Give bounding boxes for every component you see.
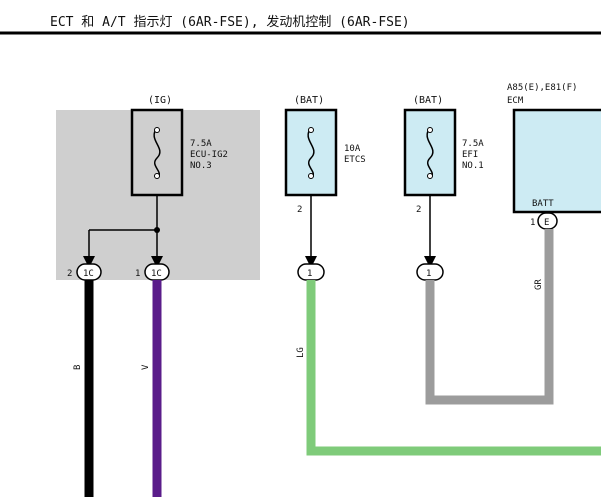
fuse3-pin: 2 <box>416 205 421 215</box>
wire-b-code: B <box>73 365 83 370</box>
fuse3-icon <box>426 127 434 179</box>
ecm-ref: A85(E),E81(F) <box>507 83 577 93</box>
conn1-code: 1C <box>83 269 94 279</box>
fuse1-icon <box>153 127 161 179</box>
fuse2-pin: 2 <box>297 205 302 215</box>
wire-lg <box>306 280 601 456</box>
fuse1-name: ECU-IG2 <box>190 150 228 160</box>
fuse2-rating: 10A <box>344 144 361 154</box>
fuse1-supply: (IG) <box>148 95 172 106</box>
page-title: ECT 和 A/T 指示灯 (6AR-FSE), 发动机控制 (6AR-FSE) <box>50 14 410 30</box>
fuse3-name: EFI <box>462 150 478 160</box>
conn2-pin: 1 <box>135 269 140 279</box>
fuse3-rating: 7.5A <box>462 139 484 149</box>
fuse3-box <box>403 108 457 197</box>
fuse1-name2: NO.3 <box>190 161 212 171</box>
conn2-code: 1C <box>151 269 162 279</box>
fuse3-supply: (BAT) <box>413 95 443 106</box>
conn4-code: 1 <box>426 269 431 279</box>
wire-v-code: V <box>141 364 151 370</box>
fuse1-rating: 7.5A <box>190 139 212 149</box>
ecm-pin-num: 1 <box>530 218 535 228</box>
fuse2-icon <box>307 127 315 179</box>
fuse2-box <box>284 108 338 197</box>
ecm-box <box>512 108 601 214</box>
wire-lg-code: LG <box>296 347 306 358</box>
ecm-name: ECM <box>507 96 524 106</box>
conn3-code: 1 <box>307 269 312 279</box>
ecm-conn-code: E <box>544 218 549 228</box>
wire-gr <box>425 229 554 405</box>
fuse2-supply: (BAT) <box>294 95 324 106</box>
fuse2-name: ETCS <box>344 155 366 165</box>
conn1-pin: 2 <box>67 269 72 279</box>
wire-gr-code: GR <box>534 279 544 290</box>
ecm-pin-label: BATT <box>532 199 554 209</box>
fuse3-name2: NO.1 <box>462 161 484 171</box>
